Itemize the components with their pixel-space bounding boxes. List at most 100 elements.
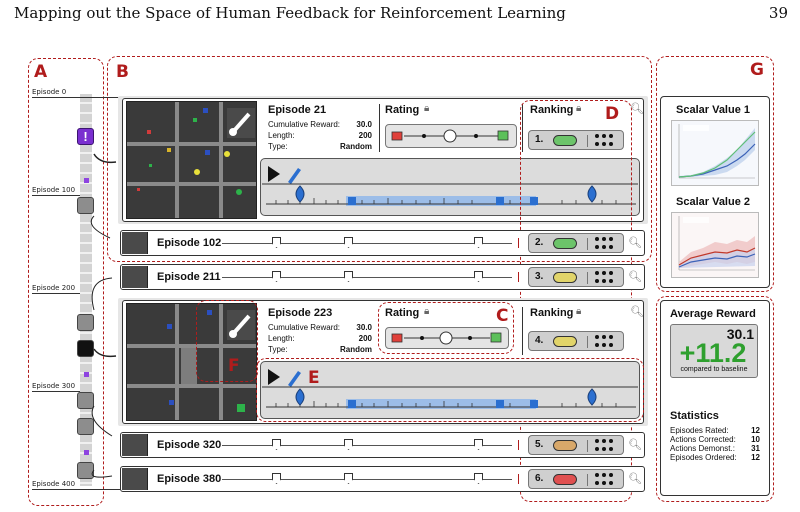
episode-223-ranking-label: Ranking: [530, 307, 574, 319]
drag-handle-icon[interactable]: [595, 237, 617, 250]
episode-21-correction-panel[interactable]: [260, 158, 640, 216]
episode-102-thumbnail[interactable]: [122, 232, 148, 254]
episode-320-divider: [518, 440, 519, 450]
episode-320-slider-handle-2[interactable]: [344, 439, 353, 450]
zoom-icon[interactable]: 🔍︎: [628, 439, 642, 451]
zoom-icon[interactable]: 🔍︎: [628, 237, 642, 249]
episode-223-rating-slider[interactable]: [388, 328, 506, 348]
lock-icon[interactable]: 🔒︎: [424, 306, 430, 317]
episode-21-rank-box[interactable]: 1.: [528, 130, 624, 150]
region-f-outline: [196, 300, 258, 382]
average-reward-box: [670, 324, 758, 378]
timeline-label-300: Episode 300: [32, 382, 76, 390]
rank-separator: [587, 272, 588, 284]
zoom-icon[interactable]: 🔍︎: [630, 103, 644, 115]
episode-380-slider-handle-3[interactable]: [474, 473, 483, 484]
timeline-node-episode-223[interactable]: [77, 340, 94, 357]
lock-icon[interactable]: 🔒︎: [576, 103, 582, 114]
scalar-value-2-chart[interactable]: [671, 212, 759, 278]
lock-icon[interactable]: 🔒︎: [424, 103, 430, 114]
drag-handle-icon[interactable]: [595, 271, 617, 284]
episode-102-rank-box[interactable]: 2.: [528, 233, 624, 253]
episode-102-divider: [518, 238, 519, 248]
average-reward-title: Average Reward: [670, 308, 756, 320]
statistics-title: Statistics: [670, 410, 719, 422]
timeline-node-episode-211[interactable]: [77, 314, 94, 331]
episode-21-ranking-label: Ranking: [530, 104, 574, 116]
timeline-feedback-marker: [84, 178, 89, 183]
episode-223-rank-box[interactable]: 4.: [528, 331, 624, 351]
timeline-tick-300: [32, 391, 80, 392]
episode-380-thumbnail[interactable]: [122, 468, 148, 490]
episode-21-title: Episode 21: [268, 104, 327, 116]
episode-21-rating-slider[interactable]: [388, 126, 514, 146]
zoom-icon[interactable]: 🔍︎: [630, 306, 644, 318]
zoom-icon[interactable]: 🔍︎: [628, 473, 642, 485]
timeline-node-alert[interactable]: !: [77, 128, 94, 145]
stat-label-actions-demonstrated: Actions Demonst.:: [670, 444, 735, 453]
episode-320-rank-number: 5.: [535, 439, 544, 450]
episode-223-length-label: Length:: [268, 334, 295, 343]
region-h-outline: [656, 296, 774, 502]
episode-211-divider: [518, 272, 519, 282]
stat-label-episodes-rated: Episodes Rated:: [670, 426, 729, 435]
timeline-label-400: Episode 400: [32, 480, 76, 488]
drag-handle-icon[interactable]: [595, 439, 617, 452]
timeline-node-episode-320[interactable]: [77, 392, 94, 409]
episode-223-rank-number: 4.: [535, 335, 544, 346]
episode-21-correction-track[interactable]: [262, 160, 638, 216]
grid-world-image: [127, 304, 256, 420]
stat-value-episodes-ordered: 12: [751, 453, 760, 462]
episode-223-reward-label: Cumulative Reward:: [268, 323, 341, 332]
episode-211-slider-track[interactable]: [222, 277, 512, 278]
lock-icon[interactable]: 🔒︎: [576, 306, 582, 317]
rank-separator: [587, 238, 588, 250]
drag-handle-icon[interactable]: [595, 134, 617, 147]
rank-pill: [553, 440, 577, 451]
grid-world-image: [127, 102, 256, 218]
episode-320-thumbnail[interactable]: [122, 434, 148, 456]
episode-21-thumbnail[interactable]: [126, 101, 257, 219]
episode-320-slider-track[interactable]: [222, 445, 512, 446]
episode-380-slider-track[interactable]: [222, 479, 512, 480]
episode-211-slider-handle-2[interactable]: [344, 271, 353, 282]
region-e-outline: [256, 358, 644, 422]
drag-handle-icon[interactable]: [595, 473, 617, 486]
timeline-node-episode-340[interactable]: [77, 418, 94, 435]
timeline-track[interactable]: [80, 94, 92, 486]
episode-380-slider-handle-1[interactable]: [272, 473, 281, 484]
episode-211-rank-number: 3.: [535, 271, 544, 282]
average-reward-delta: +11.2: [679, 338, 747, 368]
episode-102-slider-track[interactable]: [222, 243, 512, 244]
episode-223-title: Episode 223: [268, 307, 333, 319]
episode-223-correction-panel[interactable]: [260, 361, 640, 419]
episode-380-slider-handle-2[interactable]: [344, 473, 353, 484]
episode-320-slider-handle-3[interactable]: [474, 439, 483, 450]
episode-211-rank-box[interactable]: 3.: [528, 267, 624, 287]
stat-label-actions-corrected: Actions Corrected:: [670, 435, 736, 444]
region-a-outline: [28, 58, 104, 506]
timeline-node-episode-102[interactable]: [77, 197, 94, 214]
page-number: 39: [768, 4, 788, 22]
episode-102-slider-handle-1[interactable]: [272, 237, 281, 248]
episode-102-slider-handle-2[interactable]: [344, 237, 353, 248]
episode-380-rank-box[interactable]: 6.: [528, 469, 624, 489]
episode-320-rank-box[interactable]: 5.: [528, 435, 624, 455]
play-icon: [268, 166, 280, 182]
scalar-value-1-chart[interactable]: [671, 120, 759, 186]
zoom-icon[interactable]: 🔍︎: [628, 271, 642, 283]
episode-211-thumbnail[interactable]: [122, 266, 148, 288]
episode-223-correction-track[interactable]: [262, 363, 638, 419]
episode-21-rating-label: Rating: [385, 104, 420, 116]
region-f-letter: F: [228, 356, 240, 376]
pencil-icon: [288, 371, 301, 387]
episode-211-slider-handle-1[interactable]: [272, 271, 281, 282]
episode-223-thumbnail[interactable]: [126, 303, 257, 421]
episode-223-type: Random: [340, 345, 372, 354]
episode-320-slider-handle-1[interactable]: [272, 439, 281, 450]
episode-102-slider-handle-3[interactable]: [474, 237, 483, 248]
rank-pill: [553, 272, 577, 283]
thumbs-up-icon: [490, 332, 502, 343]
episode-211-slider-handle-3[interactable]: [474, 271, 483, 282]
drag-handle-icon[interactable]: [595, 335, 617, 348]
